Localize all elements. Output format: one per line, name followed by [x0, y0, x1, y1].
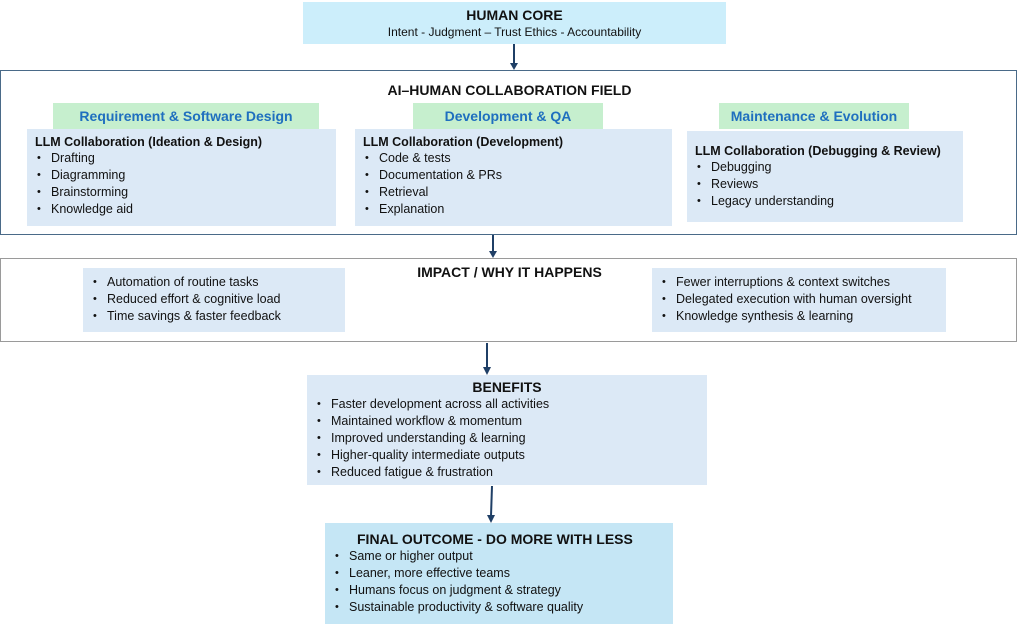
list-item: Higher-quality intermediate outputs	[315, 447, 699, 464]
list-item: Same or higher output	[333, 548, 665, 565]
list-item: Drafting	[35, 150, 328, 167]
arrow-benefits-to-outcome	[487, 485, 495, 523]
phase-header-design: Requirement & Software Design	[53, 103, 319, 129]
final-outcome-box: FINAL OUTCOME - DO MORE WITH LESS Same o…	[325, 523, 673, 624]
list-item: Retrieval	[363, 184, 664, 201]
final-outcome-list: Same or higher output Leaner, more effec…	[333, 548, 665, 616]
list-item: Leaner, more effective teams	[333, 565, 665, 582]
collab-box-maintenance: LLM Collaboration (Debugging & Review) D…	[687, 131, 963, 222]
final-outcome-title: FINAL OUTCOME - DO MORE WITH LESS	[357, 531, 633, 547]
list-item: Faster development across all activities	[315, 396, 699, 413]
list-item: Time savings & faster feedback	[91, 308, 337, 325]
list-item: Brainstorming	[35, 184, 328, 201]
phase-header-development: Development & QA	[413, 103, 603, 129]
arrow-core-to-collab	[510, 44, 518, 70]
collab-box-title: LLM Collaboration (Development)	[363, 135, 563, 149]
impact-list-right: Fewer interruptions & context switches D…	[660, 274, 938, 325]
list-item: Humans focus on judgment & strategy	[333, 582, 665, 599]
impact-box-left: Automation of routine tasks Reduced effo…	[83, 268, 345, 332]
impact-section: IMPACT / WHY IT HAPPENS Automation of ro…	[0, 258, 1017, 342]
list-item: Knowledge aid	[35, 201, 328, 218]
human-core-box: HUMAN CORE Intent - Judgment – Trust Eth…	[303, 2, 726, 44]
list-item: Explanation	[363, 201, 664, 218]
list-item: Automation of routine tasks	[91, 274, 337, 291]
benefits-list: Faster development across all activities…	[315, 396, 699, 481]
list-item: Improved understanding & learning	[315, 430, 699, 447]
impact-list-left: Automation of routine tasks Reduced effo…	[91, 274, 337, 325]
list-item: Reduced fatigue & frustration	[315, 464, 699, 481]
list-item: Knowledge synthesis & learning	[660, 308, 938, 325]
phase-header-maintenance: Maintenance & Evolution	[719, 103, 909, 129]
impact-box-right: Fewer interruptions & context switches D…	[652, 268, 946, 332]
list-item: Legacy understanding	[695, 193, 955, 210]
list-item: Documentation & PRs	[363, 167, 664, 184]
collab-box-title: LLM Collaboration (Debugging & Review)	[695, 144, 941, 158]
collaboration-field-title: AI–HUMAN COLLABORATION FIELD	[387, 82, 632, 98]
list-item: Sustainable productivity & software qual…	[333, 599, 665, 616]
human-core-subtitle: Intent - Judgment – Trust Ethics - Accou…	[387, 25, 642, 39]
arrow-collab-to-impact	[489, 235, 497, 258]
collaboration-field: AI–HUMAN COLLABORATION FIELD Requirement…	[0, 70, 1017, 235]
list-item: Reduced effort & cognitive load	[91, 291, 337, 308]
list-item: Fewer interruptions & context switches	[660, 274, 938, 291]
list-item: Debugging	[695, 159, 955, 176]
collab-item-list: Code & tests Documentation & PRs Retriev…	[363, 150, 664, 218]
list-item: Maintained workflow & momentum	[315, 413, 699, 430]
list-item: Delegated execution with human oversight	[660, 291, 938, 308]
collab-box-development: LLM Collaboration (Development) Code & t…	[355, 129, 672, 226]
human-core-title: HUMAN CORE	[466, 7, 563, 23]
list-item: Reviews	[695, 176, 955, 193]
arrow-impact-to-benefits	[483, 343, 491, 375]
impact-title: IMPACT / WHY IT HAPPENS	[417, 264, 602, 280]
collab-box-title: LLM Collaboration (Ideation & Design)	[35, 135, 263, 149]
collab-item-list: Drafting Diagramming Brainstorming Knowl…	[35, 150, 328, 218]
collab-item-list: Debugging Reviews Legacy understanding	[695, 159, 955, 210]
list-item: Diagramming	[35, 167, 328, 184]
benefits-title: BENEFITS	[472, 379, 542, 395]
benefits-box: BENEFITS Faster development across all a…	[307, 375, 707, 485]
list-item: Code & tests	[363, 150, 664, 167]
collab-box-design: LLM Collaboration (Ideation & Design) Dr…	[27, 129, 336, 226]
